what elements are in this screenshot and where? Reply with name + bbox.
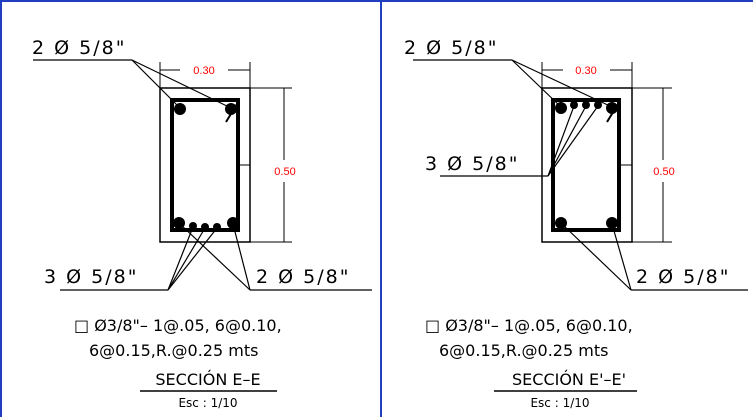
width-dimension-text: 0.30 [193,65,214,77]
top-bar [174,103,186,115]
bottom-left-bars-label: 3 Ø 5/8" [44,266,138,288]
top-middle-bar [570,101,578,109]
width-dimension-text: 0.30 [575,65,596,77]
bottom-middle-bar [189,222,197,230]
section-scale: Esc : 1/10 [178,396,237,410]
section-title: SECCIÓN E'–E' [512,370,626,389]
top-bar [225,103,237,115]
section-scale: Esc : 1/10 [530,396,589,410]
bottom-right-leader [179,223,372,291]
bottom-right-leader [561,223,748,291]
width-dimension [159,62,251,88]
top-bars-label: 2 Ø 5/8" [32,37,126,59]
middle-bars-leader [440,105,599,177]
top-bars-label: 2 Ø 5/8" [404,37,498,59]
section-e-e: 0.30 0.50 2 Ø 5/8" 3 Ø 5/8" [32,37,372,410]
height-dimension-text: 0.50 [274,166,295,178]
stirrup-spec-line2: 6@0.15,R.@0.25 mts [439,341,608,360]
stirrup-spec-line2: 6@0.15,R.@0.25 mts [89,341,258,360]
bottom-right-bars-label: 2 Ø 5/8" [256,266,350,288]
bottom-corner-bar [227,217,239,229]
section-e-prime: 0.30 0.50 2 Ø 5/8" 3 Ø 5/8" [404,37,748,410]
height-dimension [238,87,292,243]
bottom-bar [606,217,618,229]
top-corner-bar [606,102,618,114]
top-middle-bar [582,101,590,109]
width-dimension [541,62,633,88]
bottom-middle-bar [201,223,209,231]
bottom-left-leader [60,226,218,291]
stirrup-spec-line1: □ Ø3/8"– 1@.05, 6@0.10, [425,316,633,335]
stirrup-spec-line1: □ Ø3/8"– 1@.05, 6@0.10, [74,316,282,335]
top-middle-bar [594,101,602,109]
bottom-right-bars-label: 2 Ø 5/8" [636,266,730,288]
height-dimension-text: 0.50 [653,166,674,178]
stirrup-inner [175,103,235,227]
top-bars-leader [413,59,613,108]
bottom-middle-bar [213,223,221,231]
height-dimension [619,87,672,243]
middle-bars-label: 3 Ø 5/8" [425,153,519,175]
top-corner-bar [555,102,567,114]
section-title: SECCIÓN E–E [155,370,260,389]
top-bars-leader [33,59,232,109]
